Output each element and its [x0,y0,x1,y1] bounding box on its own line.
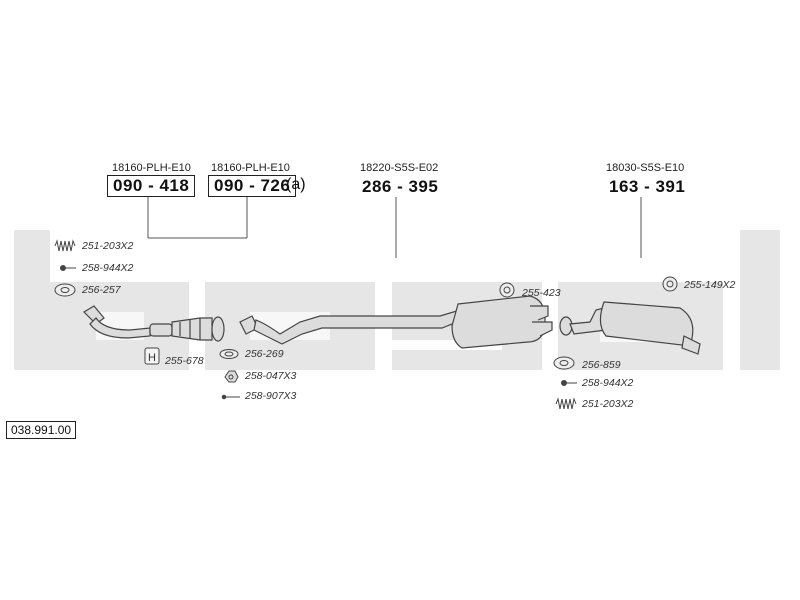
hanger-icon: H [144,347,160,365]
rear-muffler [559,301,701,355]
accessory-label: 258-907X3 [245,390,297,402]
nut-icon [224,370,239,383]
callout-ref-1: 18160-PLH-E10 [112,162,191,174]
svg-text:H: H [148,352,156,364]
accessory-icons: H [54,239,678,410]
stud-icon [221,394,240,400]
diagram-number: 038.991.00 [6,421,77,439]
accessory-label: 256-257 [82,284,121,296]
ring-gasket-icon [219,349,239,359]
accessory-label: 258-047X3 [245,370,297,382]
callout-ref-2: 18160-PLH-E10 [211,162,290,174]
callout-ref-3: 18220-S5S-E02 [360,162,439,174]
spring-icon [54,239,76,252]
gasket-icon [54,283,76,297]
center-pipe-muffler [239,295,553,349]
part-number-1[interactable]: 090 - 418 [107,175,196,197]
part-number-2[interactable]: 090 - 726 [208,175,297,197]
accessory-label: 251-203X2 [582,398,634,410]
callout-ref-4: 18030-S5S-E10 [606,162,685,174]
leader-lines [147,197,642,258]
part-suffix-2: (a) [286,176,306,193]
accessory-label: 256-859 [582,359,621,371]
bolt-icon [561,380,577,386]
spring-icon [555,397,577,410]
accessory-label: 255-149X2 [684,279,736,291]
accessory-label: 255-678 [165,355,204,367]
accessory-label: 258-944X2 [582,377,634,389]
accessory-label: 255-423 [522,287,561,299]
accessory-label: 256-269 [245,348,284,360]
part-number-3[interactable]: 286 - 395 [362,177,439,196]
accessory-label: 258-944X2 [82,262,134,274]
rubber-mount-icon [499,282,515,298]
gasket-icon [553,356,575,370]
part-number-4[interactable]: 163 - 391 [609,177,686,196]
accessory-label: 251-203X2 [82,240,134,252]
bolt-icon [60,265,76,271]
rubber-mount-icon [662,276,678,292]
front-pipe-catalyst [83,305,225,342]
